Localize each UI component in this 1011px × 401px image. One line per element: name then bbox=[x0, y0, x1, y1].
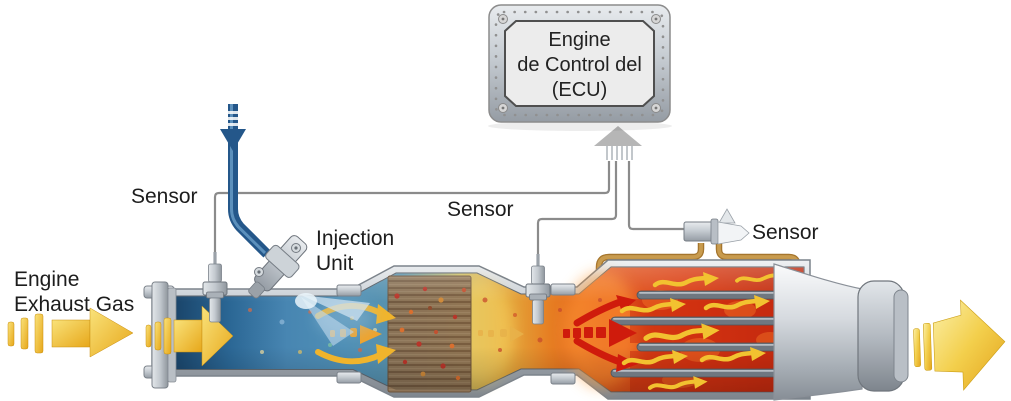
label-sensor-upstream: Sensor bbox=[131, 185, 198, 208]
injection-unit-device bbox=[248, 235, 308, 299]
ecu-label-line3: (ECU) bbox=[551, 79, 608, 101]
label-injection-unit-line2: Unit bbox=[316, 252, 354, 275]
label-injection-unit: Injection Unit bbox=[316, 226, 394, 276]
ecu-box bbox=[488, 4, 672, 131]
ecu-signal-up-arrow-icon bbox=[594, 126, 642, 146]
wire-mid-sensor bbox=[536, 161, 618, 256]
wire-downstream-sensor bbox=[627, 161, 686, 231]
catalyst-exit-dashes bbox=[478, 326, 524, 342]
label-sensor-mid: Sensor bbox=[447, 198, 514, 221]
label-injection-unit-line1: Injection bbox=[316, 227, 395, 250]
dosing-line bbox=[220, 104, 271, 258]
ecu-panel bbox=[504, 20, 655, 107]
ecu-signal-bundle bbox=[606, 146, 633, 160]
wire-upstream-sensor bbox=[213, 161, 611, 254]
dosing-dashes bbox=[226, 111, 240, 126]
outlet-cone bbox=[773, 263, 909, 401]
sensor-wires bbox=[213, 161, 686, 256]
muffler-baffles bbox=[610, 290, 805, 378]
ecu-label: Engine de Control del (ECU) bbox=[489, 28, 670, 103]
ecu-label-line2: de Control del bbox=[517, 54, 642, 76]
urea-spray-mist bbox=[295, 293, 375, 346]
label-sensor-downstream: Sensor bbox=[752, 221, 819, 244]
outlet-flow-arrow-icon bbox=[913, 299, 1006, 391]
label-engine-exhaust-gas-line2: Exhaust Gas bbox=[14, 293, 135, 316]
pipe-joint-bosses bbox=[336, 283, 576, 385]
label-engine-exhaust-gas: Engine Exhaust Gas bbox=[14, 267, 134, 317]
label-engine-exhaust-gas-line1: Engine bbox=[14, 268, 80, 291]
ecu-label-line1: Engine bbox=[548, 29, 611, 51]
downstream-sensor-body bbox=[683, 208, 750, 245]
dosing-down-arrow-icon bbox=[220, 129, 246, 151]
engine-exhaust-in-arrow-icon bbox=[7, 307, 134, 358]
hot-flow-dashed-arrow-icon bbox=[563, 319, 637, 347]
